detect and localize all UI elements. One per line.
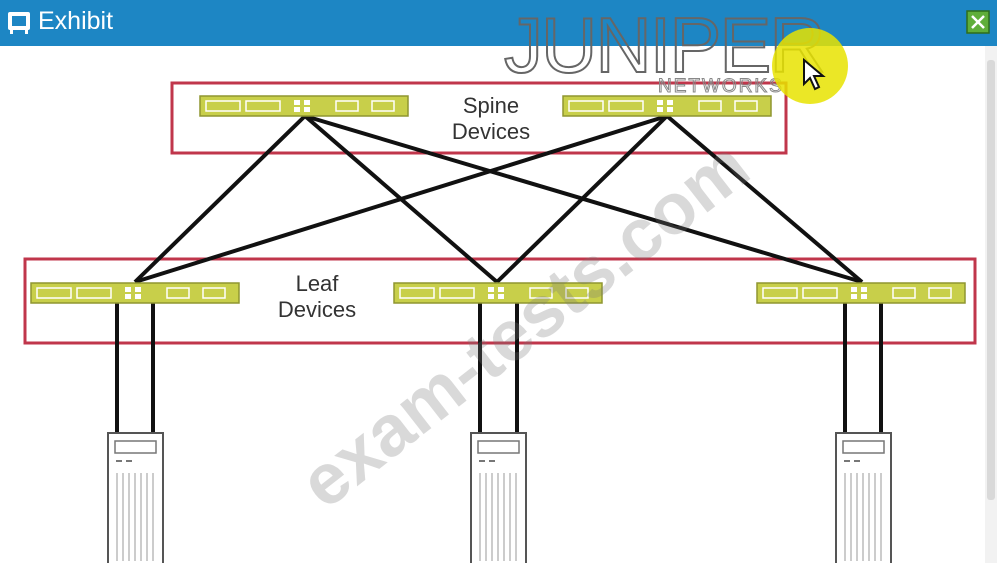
spine-group-box <box>170 81 788 155</box>
exhibit-icon <box>8 12 30 34</box>
leaf-switch-2 <box>393 282 603 304</box>
leaf-label-line2: Devices <box>277 297 357 322</box>
spine-label-line2: Devices <box>451 119 531 144</box>
title-bar <box>0 0 997 46</box>
spine-switch-2 <box>562 95 772 117</box>
leaf-label-line1: Leaf <box>295 271 339 296</box>
spine-switch-1 <box>199 95 409 117</box>
spine-leaf-links <box>133 114 864 284</box>
spine-label-line1: Spine <box>462 93 520 118</box>
server-3 <box>835 432 892 563</box>
leaf-switch-1 <box>30 282 240 304</box>
leaf-devices-label: Leaf Devices <box>262 271 372 323</box>
close-icon[interactable] <box>966 10 990 34</box>
leaf-switch-3 <box>756 282 966 304</box>
leaf-group-box <box>23 257 977 345</box>
network-diagram <box>23 81 977 563</box>
leaf-server-links <box>115 302 883 433</box>
scrollbar-thumb[interactable] <box>987 60 995 500</box>
window-title: Exhibit <box>38 7 114 35</box>
spine-devices-label: Spine Devices <box>436 93 546 145</box>
server-1 <box>107 432 164 563</box>
mouse-cursor-icon <box>803 58 826 91</box>
server-2 <box>470 432 527 563</box>
